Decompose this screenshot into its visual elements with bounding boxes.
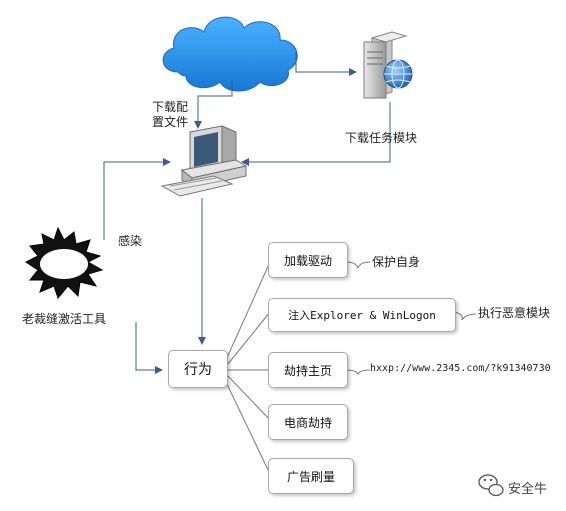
detail-exec-malicious: 执行恶意模块 (478, 306, 551, 320)
server-globe-icon (363, 31, 413, 99)
wechat-icon (478, 474, 504, 497)
behavior-box-ad-fraud: 广告刷量 (268, 458, 354, 494)
label-download-module: 下载任务模块 (345, 131, 418, 145)
cloud-icon (162, 16, 298, 92)
behavior-box-ecommerce-hijack: 电商劫持 (268, 404, 348, 440)
explosion-icon (25, 226, 104, 300)
flow-arrows (103, 52, 391, 374)
label-tool: 老裁缝激活工具 (22, 312, 107, 326)
arrow-cloud-to-server (295, 52, 357, 76)
arrow-cloud-to-computer (194, 80, 233, 129)
behavior-box-inject: 注入Explorer & WinLogon (268, 298, 456, 332)
arrow-tool-to-behavior (135, 322, 163, 374)
watermark-text: 安全牛 (508, 482, 548, 497)
arrow-server-to-computer (241, 102, 391, 166)
label-download-config-line1: 下载配 (152, 100, 189, 114)
label-download-config-line2: 置文件 (152, 115, 189, 129)
label-infect: 感染 (118, 234, 143, 248)
behavior-branches (225, 261, 477, 475)
computer-icon (160, 125, 248, 197)
arrow-tool-to-computer (103, 158, 171, 240)
behavior-node: 行为 (168, 350, 228, 388)
behavior-box-hijack-homepage: 劫持主页 (268, 352, 348, 388)
detail-hijack-url: hxxp://www.2345.com/?k91340730 (370, 363, 551, 374)
detail-protect-self: 保护自身 (372, 255, 421, 269)
behavior-box-load-driver: 加载驱动 (268, 242, 348, 278)
